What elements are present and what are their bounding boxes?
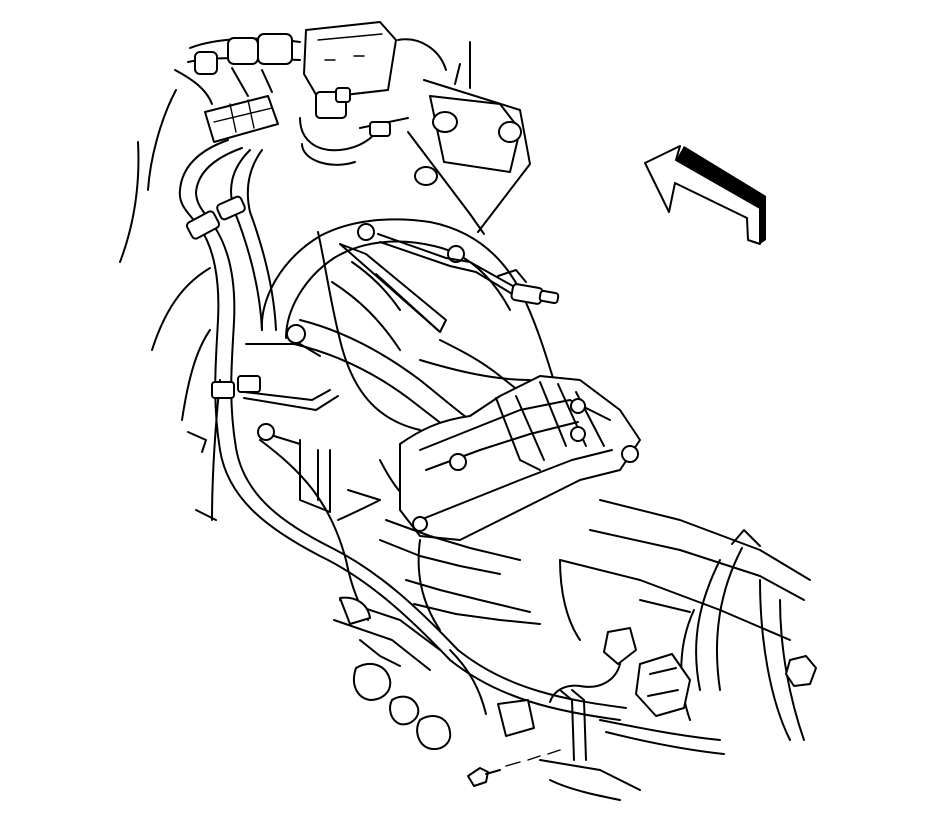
transmission-body bbox=[257, 218, 561, 621]
crossmember-and-mount bbox=[379, 375, 641, 641]
front-arrow-icon bbox=[644, 145, 766, 245]
upper-harness-and-connectors bbox=[174, 21, 531, 235]
left-frame-and-lines bbox=[119, 89, 627, 721]
extension-housing bbox=[549, 499, 817, 741]
lower-brackets-and-clamps bbox=[333, 596, 725, 801]
bolt-icon bbox=[467, 767, 489, 787]
